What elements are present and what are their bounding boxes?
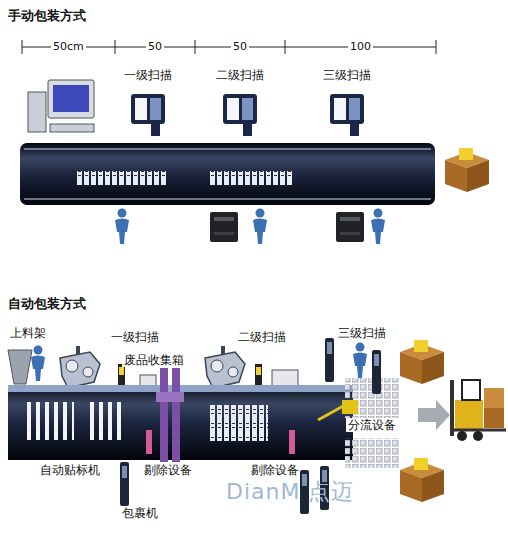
station-label: 二级扫描 (216, 68, 264, 82)
section-heading: 手动包装方式 (8, 8, 86, 24)
part-label: 废品收集箱 (122, 353, 186, 367)
dimension: 50 (146, 40, 164, 53)
station-label: 一级扫描 (111, 330, 159, 344)
dimension: 50cm (51, 40, 86, 53)
part-label: 自动贴标机 (40, 463, 100, 477)
part-label: 分流设备 (346, 418, 398, 432)
part-label: 剔除设备 (144, 463, 192, 477)
watermark: DianM 点迈 (226, 479, 354, 505)
station-label: 一级扫描 (124, 68, 172, 82)
part-label: 剔除设备 (251, 463, 299, 477)
part-label: 包裹机 (122, 506, 158, 520)
section-heading: 自动包装方式 (8, 296, 86, 312)
station-label: 三级扫描 (336, 326, 388, 340)
dimension: 100 (348, 40, 373, 53)
station-label: 三级扫描 (323, 68, 371, 82)
station-label: 二级扫描 (238, 330, 286, 344)
dimension: 50 (231, 40, 249, 53)
part-label: 上料架 (10, 326, 46, 340)
